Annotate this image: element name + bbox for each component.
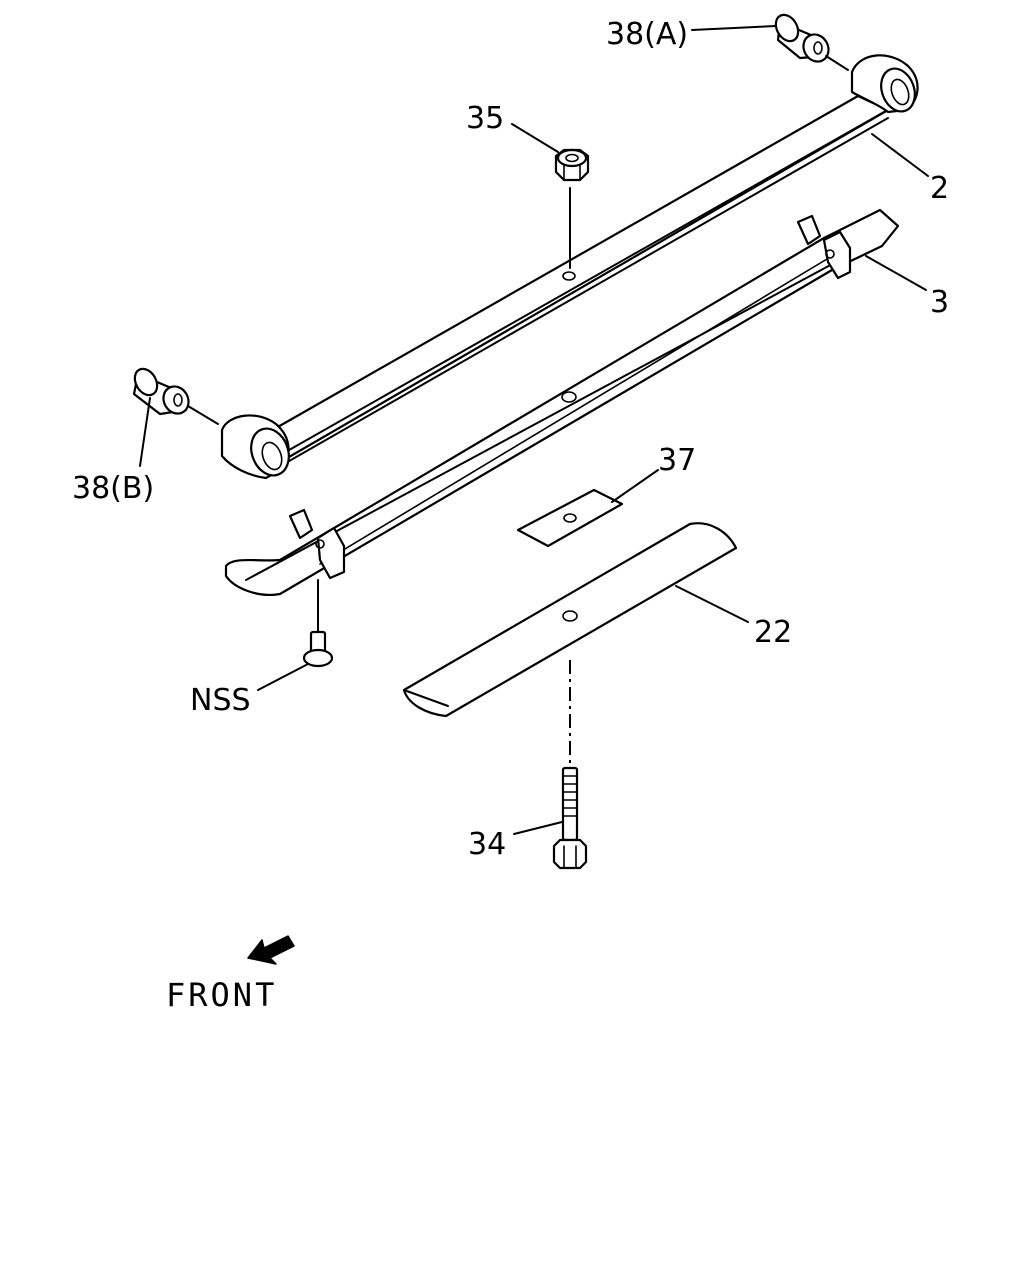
arrow-down-left-icon — [247, 935, 295, 965]
label-38b: 38(B) — [72, 471, 154, 506]
label-38a: 38(A) — [606, 17, 688, 52]
pad-part-37 — [516, 488, 624, 548]
nss-bolt — [302, 579, 334, 668]
label-34: 34 — [468, 827, 506, 862]
bushing-38a — [774, 13, 849, 71]
center-bolt-part-34 — [552, 660, 588, 870]
helper-leaf-part-22 — [402, 522, 738, 718]
main-leaf-part-2 — [220, 54, 919, 480]
label-2: 2 — [930, 171, 949, 206]
bushing-38b — [132, 367, 219, 425]
label-37: 37 — [658, 443, 696, 478]
label-3: 3 — [930, 285, 949, 320]
label-22: 22 — [754, 615, 792, 650]
leader-lines — [139, 25, 929, 835]
label-nss: NSS — [190, 683, 251, 718]
nut-part-35 — [554, 148, 590, 269]
front-label: FRONT — [166, 976, 277, 1014]
front-direction-indicator: FRONT — [166, 935, 295, 1014]
second-leaf-part-3 — [224, 208, 900, 596]
label-35: 35 — [466, 101, 504, 136]
